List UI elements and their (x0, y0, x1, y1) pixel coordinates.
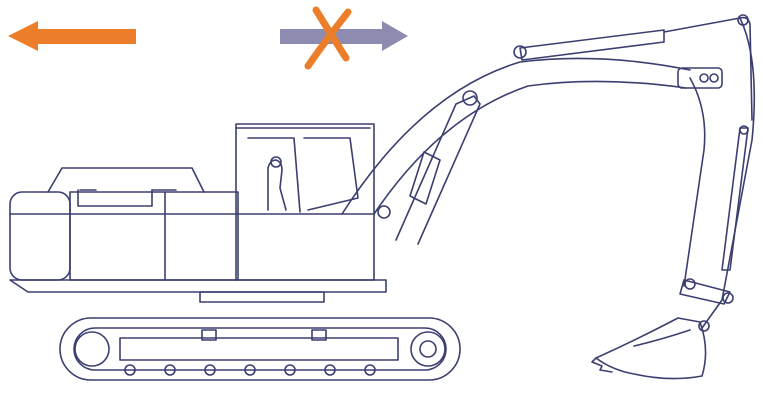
swing-base (10, 280, 386, 302)
boom-lower-edge (342, 58, 690, 214)
base-plate (10, 280, 386, 292)
boom-upper-edge (374, 81, 686, 214)
stick-outer (702, 18, 754, 328)
boom-arm (342, 58, 690, 244)
sprocket-wheel (411, 332, 445, 366)
engine-hood (48, 168, 204, 192)
bucket-inner-line (634, 330, 690, 346)
left-arrow-shape (8, 21, 136, 51)
cab-window-2 (304, 138, 358, 210)
stick-pin (700, 74, 708, 82)
linkage-pin (685, 279, 695, 289)
stick-pin (710, 74, 718, 82)
stick-cylinder (520, 30, 664, 60)
boom-cylinder-base (378, 206, 390, 218)
bucket-cylinder (722, 128, 748, 270)
cab-lower (236, 214, 374, 280)
track-frame (120, 338, 398, 360)
right-arrow-icon (280, 21, 408, 51)
bucket-shell (596, 318, 706, 379)
swing-ring (200, 292, 324, 302)
bucket-assembly (592, 279, 733, 379)
counterweight (10, 168, 238, 280)
stick-inner (684, 78, 705, 286)
bucket-teeth (592, 358, 612, 372)
left-arrow-icon (8, 21, 136, 51)
sprocket-hub (420, 341, 436, 357)
track-inner (74, 328, 446, 370)
right-arrow-shape (280, 21, 408, 51)
operator-cab (236, 124, 374, 280)
cab-window-frame (248, 138, 300, 212)
excavator-illustration (10, 15, 754, 380)
track-undercarriage (60, 318, 460, 380)
idler-wheel (75, 332, 109, 366)
rear-block (10, 192, 70, 280)
